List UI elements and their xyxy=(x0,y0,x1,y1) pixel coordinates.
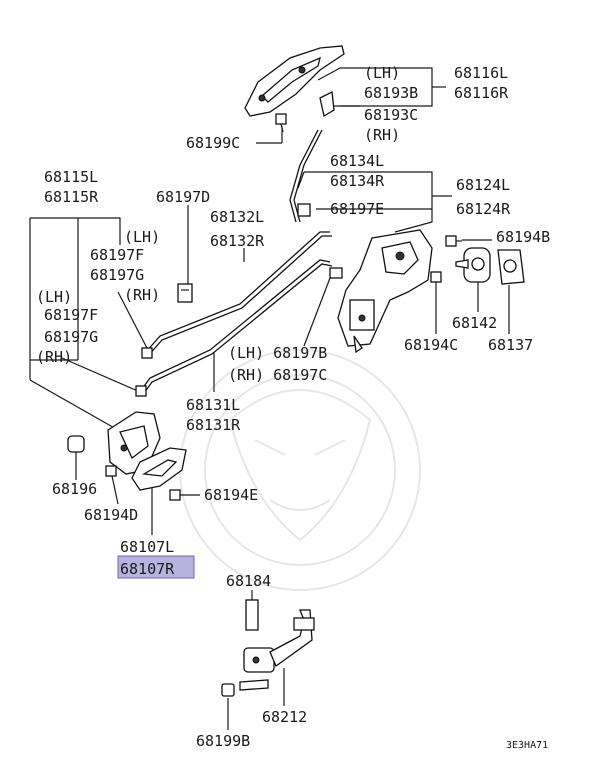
label-68193c: 68193C xyxy=(364,106,418,124)
shim-68137 xyxy=(497,249,525,285)
clip-68197e xyxy=(297,203,311,217)
label-68124l: 68124L xyxy=(456,176,510,194)
label-68142: 68142 xyxy=(452,314,497,332)
clip-68197b xyxy=(329,267,343,279)
label-68196: 68196 xyxy=(52,480,97,498)
label-68194b: 68194B xyxy=(496,228,550,246)
label-68134l: 68134L xyxy=(330,152,384,170)
lock-rods xyxy=(139,231,333,397)
label-68193b: 68193B xyxy=(364,84,418,102)
label-68137: 68137 xyxy=(488,336,533,354)
leader-lines xyxy=(29,67,510,730)
label-68134r: 68134R xyxy=(330,172,385,190)
screw-68194d xyxy=(105,465,117,477)
label-68131r: 68131R xyxy=(186,416,241,434)
clip-68197f-upper xyxy=(141,347,153,359)
bushing-68196 xyxy=(67,435,85,453)
door-latch-assembly xyxy=(337,229,433,354)
label-68197g-2: 68197G xyxy=(44,328,98,346)
label-68197e: 68197E xyxy=(330,200,384,218)
door-checker xyxy=(239,599,315,691)
label-68116r: 68116R xyxy=(454,84,509,102)
label-68132l: 68132L xyxy=(210,208,264,226)
label-68184: 68184 xyxy=(226,572,271,590)
clip-68197d xyxy=(177,283,193,303)
screw-68194c xyxy=(430,271,442,283)
label-rh-1: (RH) xyxy=(364,126,400,144)
label-68194d: 68194D xyxy=(84,506,138,524)
outside-door-handle xyxy=(244,45,345,118)
label-68212: 68212 xyxy=(262,708,307,726)
watermark-emblem xyxy=(179,349,421,591)
label-68107l: 68107L xyxy=(120,538,174,556)
handle-rod xyxy=(289,129,319,223)
label-68197g-1: 68197G xyxy=(90,266,144,284)
label-68197f-1: 68197F xyxy=(90,246,144,264)
label-68194e: 68194E xyxy=(204,486,258,504)
label-68115r: 68115R xyxy=(44,188,99,206)
label-lh-1: (LH) xyxy=(364,64,400,82)
label-68197b: (LH) 68197B xyxy=(228,344,327,362)
bolt-68194b xyxy=(445,235,462,247)
label-68199b: 68199B xyxy=(196,732,250,750)
label-68107r: 68107R xyxy=(120,560,175,578)
label-68124r: 68124R xyxy=(456,200,511,218)
clip-68197f-lower xyxy=(135,385,147,397)
label-68131l: 68131L xyxy=(186,396,240,414)
label-68197c: (RH) 68197C xyxy=(228,366,327,384)
label-68116l: 68116L xyxy=(454,64,508,82)
label-68197f-2: 68197F xyxy=(44,306,98,324)
label-rh-3: (RH) xyxy=(36,348,72,366)
label-68132r: 68132R xyxy=(210,232,265,250)
highlight-68107r xyxy=(117,555,195,579)
bolt-68199b xyxy=(221,683,235,697)
label-68197d: 68197D xyxy=(156,188,210,206)
inside-handle-cover xyxy=(131,447,187,491)
label-68199c: 68199C xyxy=(186,134,240,152)
label-lh-3: (LH) xyxy=(36,288,72,306)
label-rh-2: (RH) xyxy=(124,286,160,304)
label-68194c: 68194C xyxy=(404,336,458,354)
diagram-code: 3E3HA71 xyxy=(506,740,548,751)
screw-68194e xyxy=(169,489,181,501)
screw-68199c xyxy=(275,113,287,133)
part-labels: (LH) 68116L 68193B 68116R 68193C (RH) 68… xyxy=(36,64,550,751)
label-68115l: 68115L xyxy=(44,168,98,186)
label-lh-2: (LH) xyxy=(124,228,160,246)
striker-68142 xyxy=(455,247,491,283)
